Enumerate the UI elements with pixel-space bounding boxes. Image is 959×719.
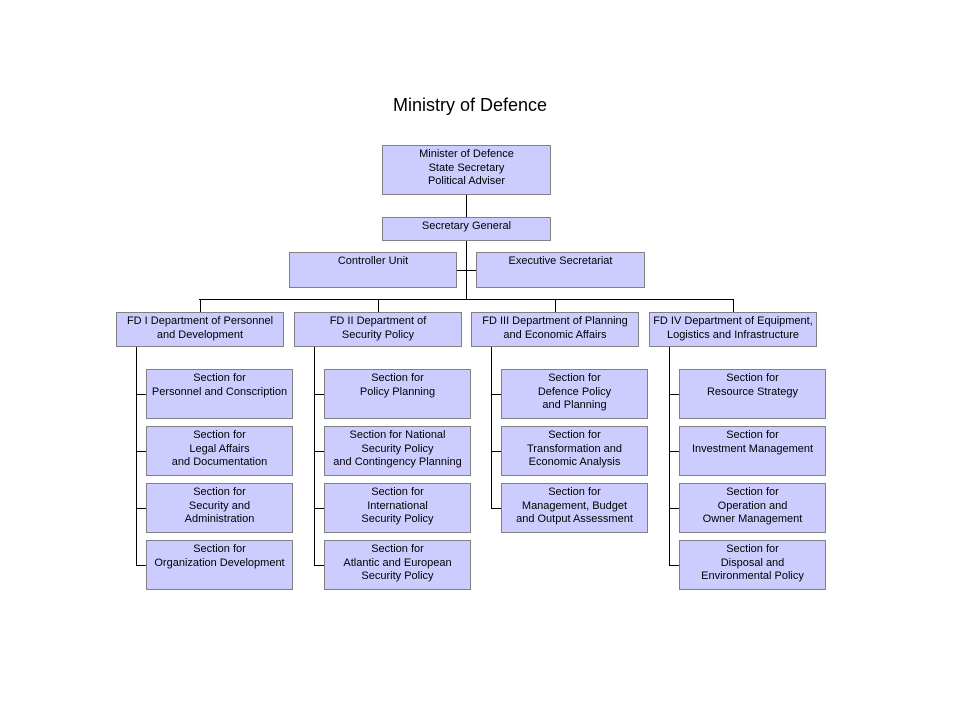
connector-line (136, 347, 137, 565)
section-box: Section for Defence Policy and Planning (501, 369, 648, 419)
connector-line (136, 565, 146, 566)
section-box: Section for Personnel and Conscription (146, 369, 293, 419)
connector-line (314, 394, 324, 395)
section-box: Section for Atlantic and European Securi… (324, 540, 471, 590)
connector-line (491, 508, 501, 509)
connector-line (669, 451, 679, 452)
connector-line (669, 394, 679, 395)
connector-line (378, 299, 379, 312)
connector-line (199, 299, 734, 300)
section-box: Section for Disposal and Environmental P… (679, 540, 826, 590)
section-box: Section for Resource Strategy (679, 369, 826, 419)
connector-line (555, 299, 556, 312)
connector-line (314, 565, 324, 566)
department-box: FD I Department of Personnel and Develop… (116, 312, 284, 347)
connector-line (200, 299, 201, 312)
section-box: Section for Policy Planning (324, 369, 471, 419)
section-box: Section for National Security Policy and… (324, 426, 471, 476)
connector-line (669, 347, 670, 565)
section-box: Section for International Security Polic… (324, 483, 471, 533)
connector-line (136, 394, 146, 395)
minister-box: Minister of Defence State Secretary Poli… (382, 145, 551, 195)
section-box: Section for Organization Development (146, 540, 293, 590)
chart-title: Ministry of Defence (392, 95, 548, 115)
connector-line (669, 565, 679, 566)
section-box: Section for Management, Budget and Outpu… (501, 483, 648, 533)
connector-line (491, 451, 501, 452)
connector-line (733, 299, 734, 312)
section-box: Section for Security and Administration (146, 483, 293, 533)
connector-line (136, 508, 146, 509)
connector-line (491, 347, 492, 508)
connector-line (136, 451, 146, 452)
connector-line (491, 394, 501, 395)
section-box: Section for Legal Affairs and Documentat… (146, 426, 293, 476)
section-box: Section for Operation and Owner Manageme… (679, 483, 826, 533)
connector-line (466, 195, 467, 217)
secretary-general-box: Secretary General (382, 217, 551, 241)
department-box: FD III Department of Planning and Econom… (471, 312, 639, 347)
connector-line (457, 270, 476, 271)
connector-line (314, 347, 315, 565)
executive-secretariat-box: Executive Secretariat (476, 252, 645, 288)
connector-line (314, 508, 324, 509)
connector-line (669, 508, 679, 509)
connector-line (314, 451, 324, 452)
section-box: Section for Transformation and Economic … (501, 426, 648, 476)
department-box: FD IV Department of Equipment, Logistics… (649, 312, 817, 347)
section-box: Section for Investment Management (679, 426, 826, 476)
controller-unit-box: Controller Unit (289, 252, 457, 288)
department-box: FD II Department of Security Policy (294, 312, 462, 347)
